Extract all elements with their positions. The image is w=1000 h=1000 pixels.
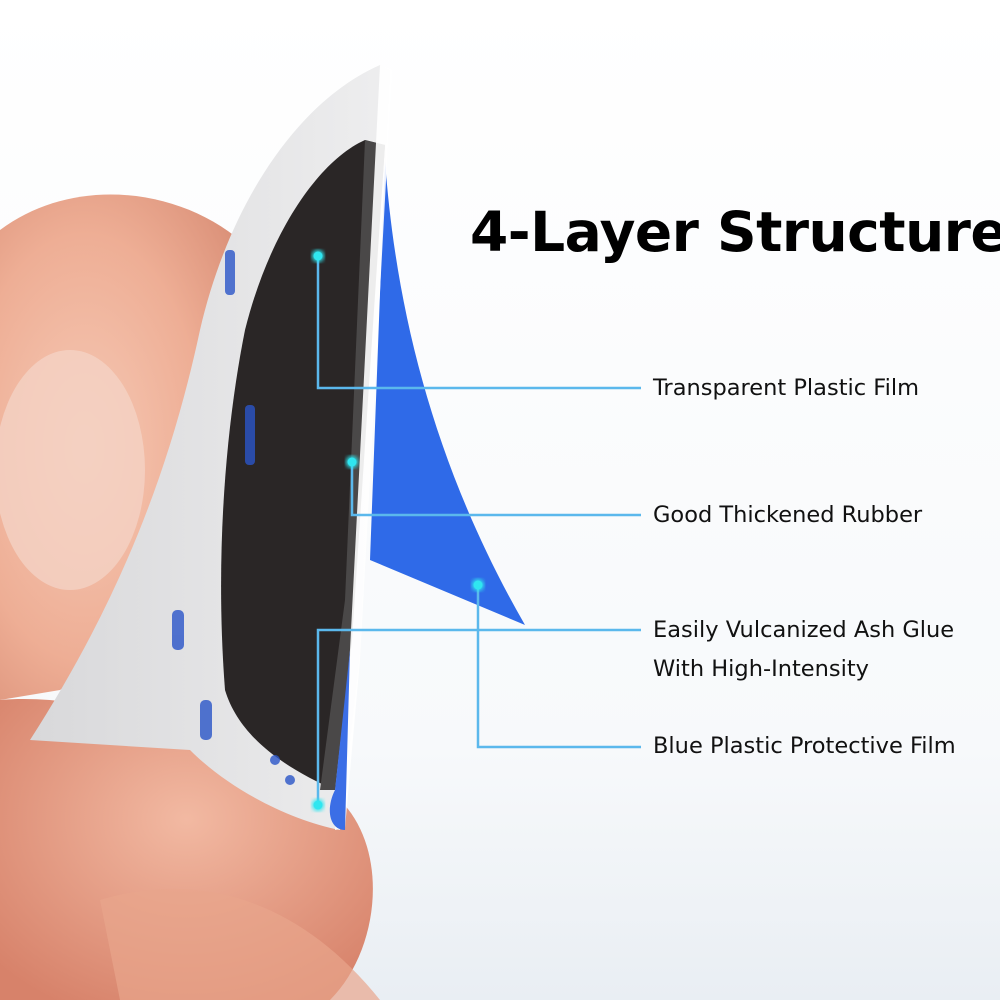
dot-glue (313, 800, 323, 810)
label-blue-protective-film: Blue Plastic Protective Film (653, 733, 956, 759)
printed-marks (172, 250, 295, 785)
label-thickened-rubber: Good Thickened Rubber (653, 502, 923, 528)
callout-line-glue (316, 628, 641, 805)
callout-lines (316, 256, 641, 805)
callout-line-transparent-film (316, 256, 641, 390)
label-glue-line2: With High-Intensity (653, 656, 870, 682)
label-glue-line1: Easily Vulcanized Ash Glue (653, 617, 955, 643)
callout-line-blue-film (476, 585, 641, 749)
blue-protective-film (370, 160, 525, 625)
page-title: 4-Layer Structure (470, 200, 1000, 264)
callout-line-rubber (350, 462, 641, 517)
dot-transparent-film (313, 251, 323, 261)
callout-dots (312, 250, 484, 811)
label-transparent-plastic-film: Transparent Plastic Film (653, 375, 920, 401)
thumbnail (0, 350, 145, 590)
dot-rubber (347, 457, 357, 467)
dot-blue-film (473, 580, 483, 590)
